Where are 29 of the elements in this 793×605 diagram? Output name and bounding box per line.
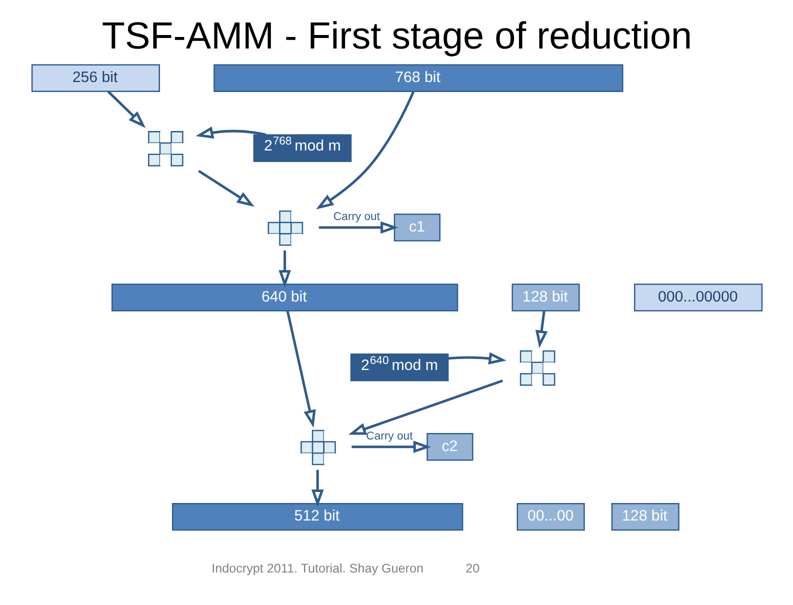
arrow [310, 470, 324, 508]
label: 20 [465, 561, 480, 576]
arrow [106, 90, 146, 128]
label: Indocrypt 2011. Tutorial. Shay Gueron [211, 561, 424, 576]
arrow [351, 440, 431, 454]
node-box: 512 bit [171, 502, 463, 531]
arrow [315, 91, 414, 210]
arrow [278, 250, 290, 288]
node-box: 000...00000 [634, 284, 762, 312]
arrow [348, 380, 503, 435]
node-box: 768 bit [213, 64, 623, 92]
node-box: c2 [426, 432, 473, 461]
edge-label: Carry out [332, 211, 380, 224]
arrow [198, 170, 254, 207]
diagram-title: TSF-AMM - First stage of reduction [101, 15, 692, 58]
arrow [318, 221, 398, 234]
arrow [195, 126, 266, 139]
node-box: 256 bit [30, 64, 160, 92]
node-box: c1 [393, 214, 440, 242]
node-box: 00...00 [516, 502, 584, 531]
node-box: 128 bit [610, 502, 679, 531]
node-box: 2$^{640}$ mod m [350, 354, 448, 382]
node-box: 640 bit [110, 284, 458, 312]
edge-label: Carry out [366, 430, 412, 443]
arrow [286, 310, 316, 428]
node-box: 128 bit [511, 284, 580, 312]
arrow [534, 310, 548, 348]
arrow [448, 352, 506, 365]
node-box: 2$^{768}$ mod m [252, 134, 352, 162]
